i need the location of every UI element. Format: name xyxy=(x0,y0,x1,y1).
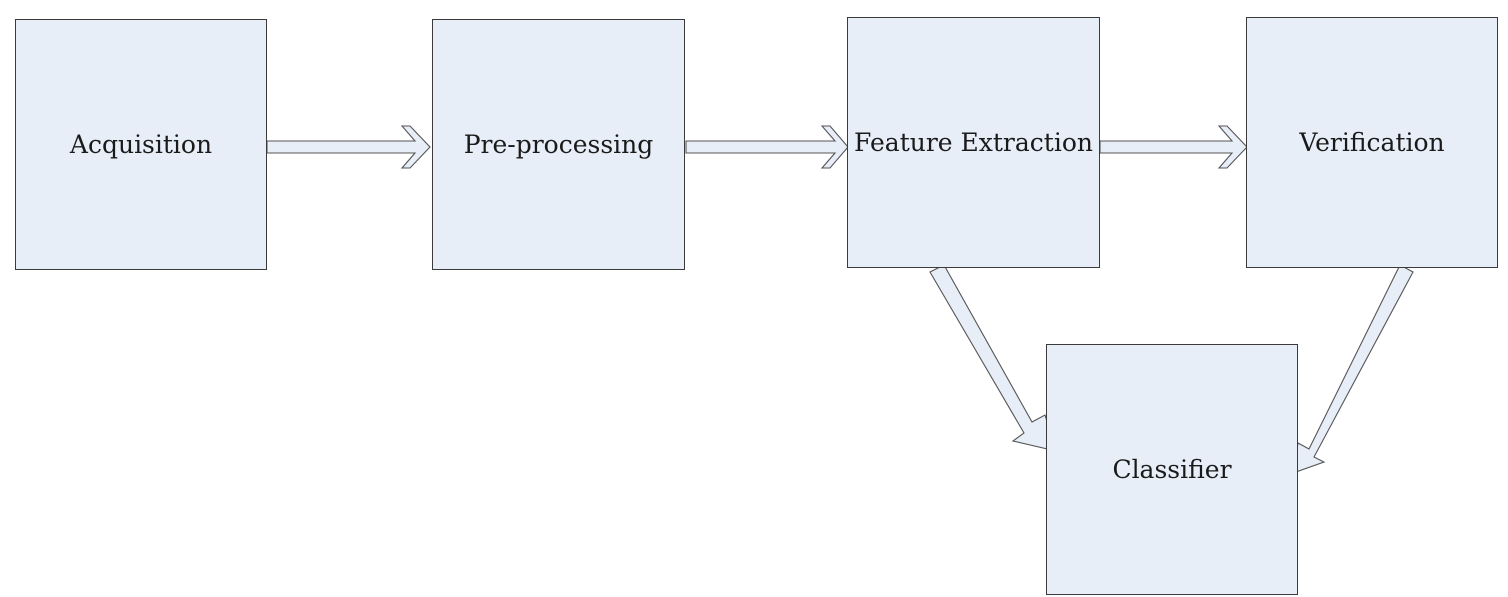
arrow-preprocessing-to-feature-extraction xyxy=(685,125,849,169)
arrow-acquisition-to-preprocessing xyxy=(266,125,431,169)
node-acquisition: Acquisition xyxy=(15,19,267,270)
node-label: Classifier xyxy=(1112,455,1232,484)
node-preprocessing: Pre-processing xyxy=(432,19,685,270)
node-label: Pre-processing xyxy=(463,130,654,159)
node-feature-extraction: Feature Extraction xyxy=(847,17,1100,268)
node-classifier: Classifier xyxy=(1046,344,1298,595)
arrow-feature-extraction-to-classifier xyxy=(929,264,1057,452)
node-label: Feature Extraction xyxy=(854,128,1093,157)
node-label: Acquisition xyxy=(69,130,213,159)
node-label: Verification xyxy=(1299,128,1445,157)
node-verification: Verification xyxy=(1246,17,1498,268)
arrow-feature-extraction-to-verification xyxy=(1099,125,1248,169)
arrow-verification-to-classifier xyxy=(1292,264,1414,474)
